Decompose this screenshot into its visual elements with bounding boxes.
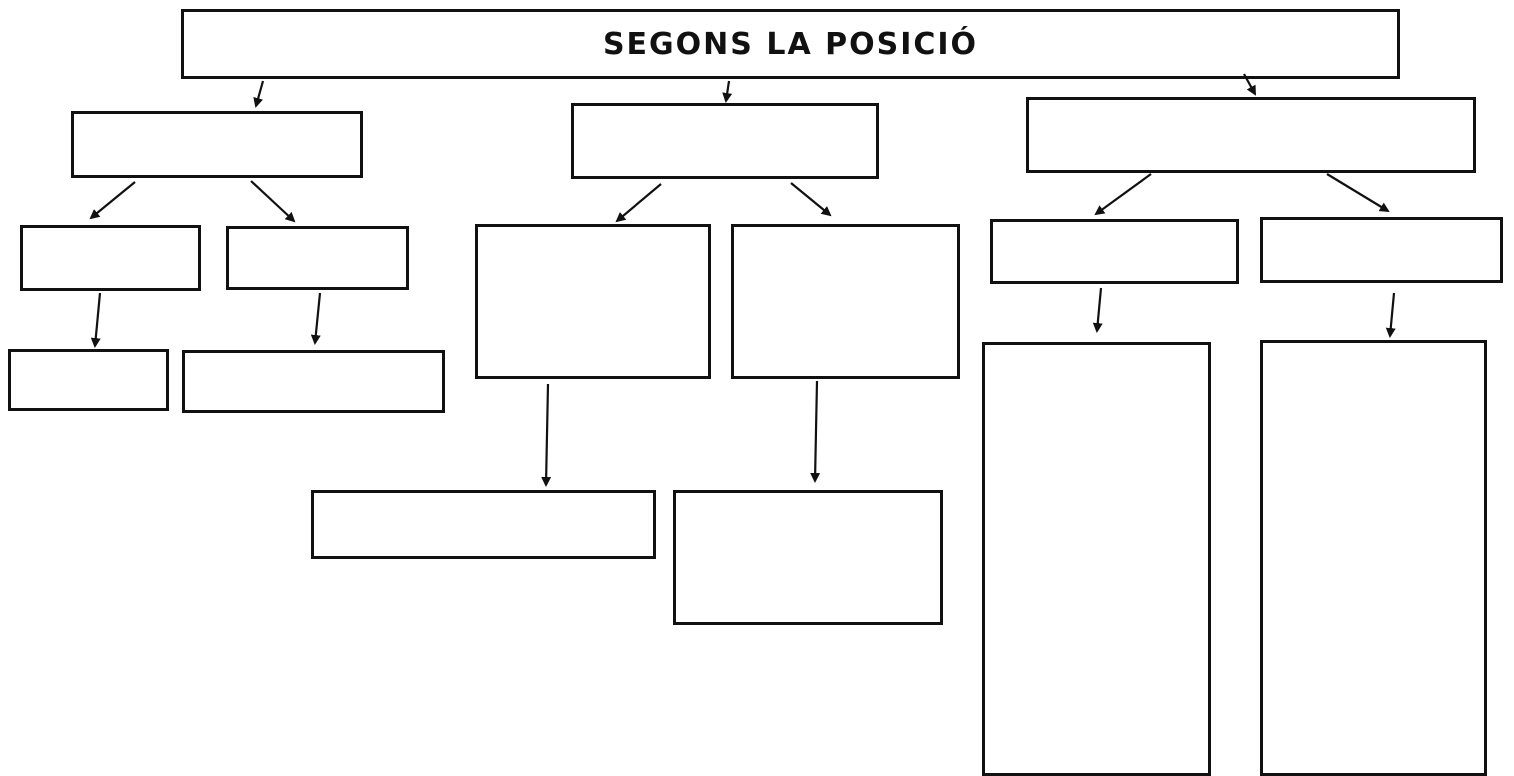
arrow-middle-b-down [810,380,821,483]
level2-box-right-a[interactable] [990,219,1239,284]
level1-box-left[interactable] [71,111,363,178]
level2-box-left-b[interactable] [226,226,409,290]
level1-box-right[interactable] [1026,97,1476,173]
level3-box-right-a[interactable] [982,342,1211,776]
level1-box-middle[interactable] [571,103,879,179]
arrow-middle-to-middle-a [615,183,662,223]
diagram-title: SEGONS LA POSICIÓ [602,26,979,62]
level2-box-middle-b[interactable] [731,224,960,379]
level2-box-middle-a[interactable] [475,224,711,379]
arrow-middle-to-middle-b [790,182,832,217]
level3-box-left-a[interactable] [8,349,169,411]
level2-box-left-a[interactable] [20,225,201,291]
title-box: SEGONS LA POSICIÓ [181,9,1400,79]
arrow-middle-a-down [541,383,552,487]
arrow-right-a-down [1092,287,1103,333]
level3-box-right-b[interactable] [1260,340,1487,776]
arrow-right-to-right-a [1094,173,1152,216]
arrow-left-b-down [310,292,322,345]
arrow-title-to-middle [722,80,733,103]
level3-box-left-b[interactable] [182,350,445,413]
level3-box-middle-b[interactable] [673,490,943,625]
arrow-title-to-right [1243,73,1256,96]
level3-box-middle-a[interactable] [311,490,656,559]
level2-box-right-b[interactable] [1260,217,1503,283]
arrow-title-to-left [253,80,265,108]
arrow-right-to-right-b [1326,173,1390,213]
arrow-right-b-down [1385,292,1396,338]
arrow-left-to-left-a [89,181,136,220]
arrow-left-to-left-b [250,180,296,223]
arrow-left-a-down [90,292,102,348]
